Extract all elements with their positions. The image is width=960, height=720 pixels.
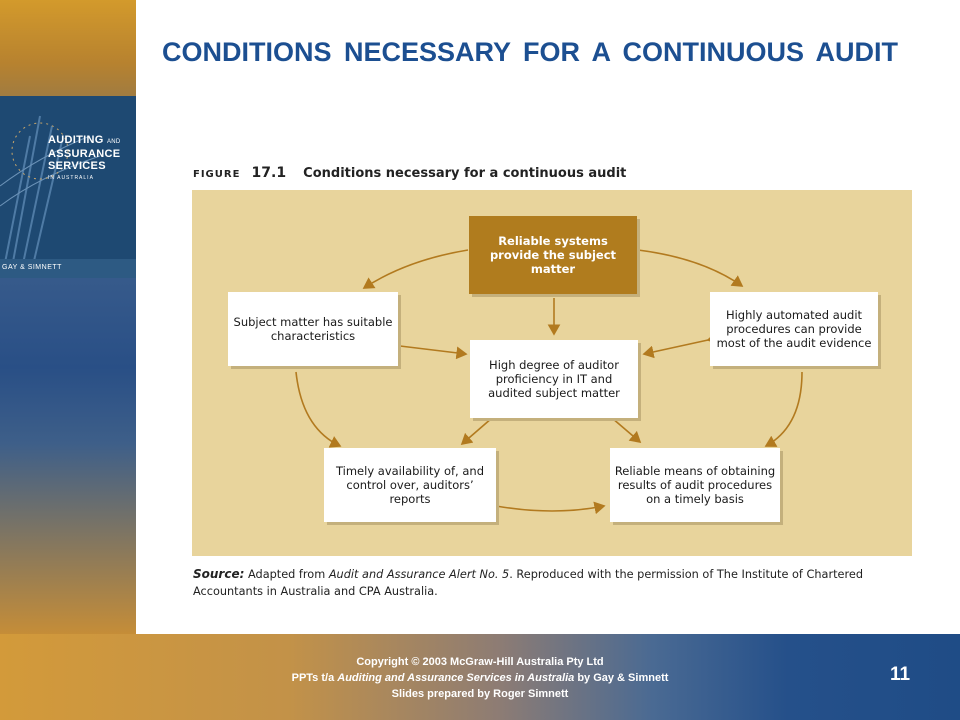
arrow-right-to-bottom-right [766,372,802,446]
copyright-line: Copyright © 2003 McGraw-Hill Australia P… [230,654,730,670]
page-number: 11 [880,664,920,686]
figure-header: FIGURE 17.1 Conditions necessary for a c… [193,162,626,181]
footer-copyright-block: Copyright © 2003 McGraw-Hill Australia P… [230,654,730,702]
figure-caption: Conditions necessary for a continuous au… [303,166,626,181]
footer-bar: Copyright © 2003 McGraw-Hill Australia P… [0,634,960,720]
ppts-line: PPTs t/a Auditing and Assurance Services… [230,670,730,686]
arrow-center-to-bottom-right [612,418,640,442]
arrow-right-center-link [644,340,708,354]
diagram-panel: Reliable systems provide the subject mat… [192,190,912,556]
book-cover-title: AUDITING AND ASSURANCE SERVICES IN AUSTR… [48,134,136,184]
arrow-bottom-link [496,506,604,511]
node-subject-matter: Subject matter has suitable characterist… [228,292,398,366]
figure-label: FIGURE [193,169,240,180]
book-cover-authors: GAY & SIMNETT [2,264,62,271]
source-label: Source: [193,567,244,581]
arrow-left-center-link [400,346,466,354]
figure-number: 17.1 [252,165,287,181]
prepared-by-line: Slides prepared by Roger Simnett [230,686,730,702]
arrow-top-to-left [364,250,468,288]
node-reliable-systems: Reliable systems provide the subject mat… [469,216,637,294]
node-reliable-means: Reliable means of obtaining results of a… [610,448,780,522]
arrow-top-to-right [638,250,742,286]
book-cover-image: AUDITING AND ASSURANCE SERVICES IN AUSTR… [0,96,136,278]
node-timely-availability: Timely availability of, and control over… [324,448,496,522]
footer-book-title: Auditing and Assurance Services in Austr… [337,672,574,684]
node-automated-procedures: Highly automated audit procedures can pr… [710,292,878,366]
source-publication: Audit and Assurance Alert No. 5 [329,568,509,581]
figure-source-note: Source: Adapted from Audit and Assurance… [193,566,923,600]
book-cover-graphic [0,96,136,278]
source-text-start: Adapted from [248,568,325,581]
arrow-left-to-bottom-left [296,372,340,446]
arrow-center-to-bottom-left [462,418,492,444]
slide-title: CONDITIONS NECESSARY FOR A CONTINUOUS AU… [162,34,922,70]
node-auditor-proficiency: High degree of auditor proficiency in IT… [470,340,638,418]
